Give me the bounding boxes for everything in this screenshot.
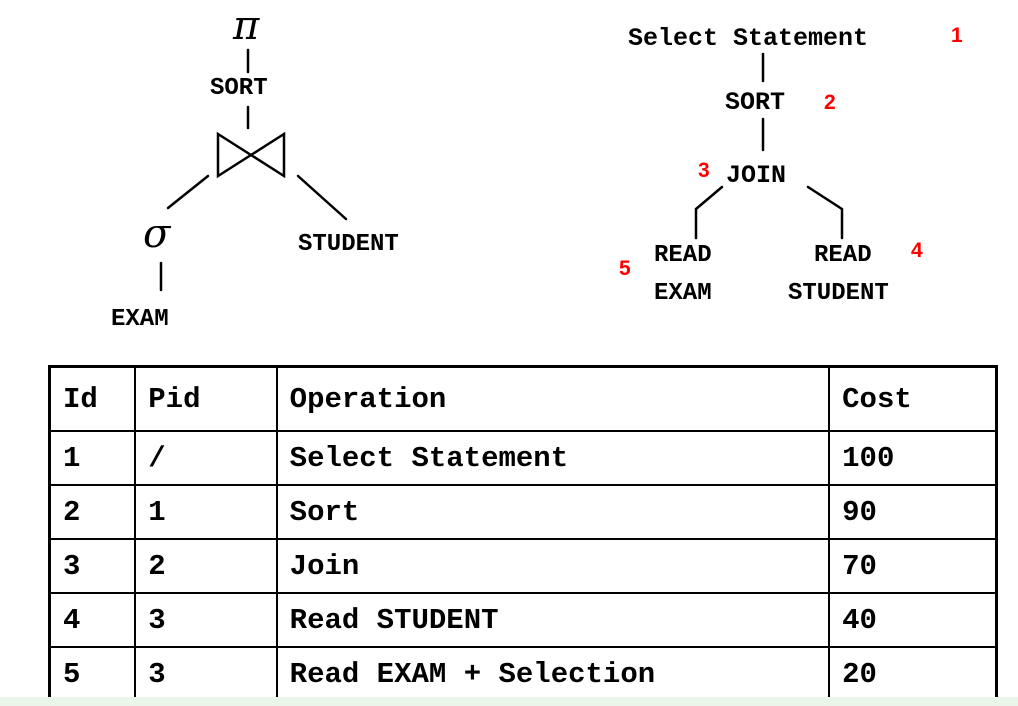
- table-row: 2 1 Sort 90: [48, 484, 998, 540]
- plan-root-number: 1: [951, 24, 963, 47]
- table-row: 1 / Select Statement 100: [48, 430, 998, 486]
- relational-exam-leaf: EXAM: [111, 306, 169, 333]
- execution-plan-table: Id Pid Operation Cost 1 / Select Stateme…: [48, 365, 998, 703]
- plan-left-read-line1: READ: [654, 242, 712, 269]
- join-student-edge: [296, 174, 348, 221]
- table-row: 4 3 Read STUDENT 40: [48, 592, 998, 648]
- join-left-edge: [694, 185, 724, 240]
- relational-sort-label: SORT: [210, 75, 268, 102]
- table-row: 5 3 Read EXAM + Selection 20: [48, 646, 998, 703]
- cell-cost: 20: [828, 646, 998, 703]
- cell-cost: 70: [828, 538, 998, 594]
- cell-operation: Read STUDENT: [275, 592, 831, 648]
- cell-id: 2: [48, 484, 137, 540]
- plan-left-number: 5: [619, 257, 631, 280]
- cell-cost: 100: [828, 430, 998, 486]
- plan-join-label: JOIN: [726, 161, 787, 190]
- cell-cost: 40: [828, 592, 998, 648]
- header-pid: Pid: [134, 365, 278, 432]
- cell-pid: 2: [134, 538, 278, 594]
- cell-id: 4: [48, 592, 137, 648]
- table-header-row: Id Pid Operation Cost: [48, 365, 998, 432]
- header-operation: Operation: [275, 365, 831, 432]
- header-cost: Cost: [828, 365, 998, 432]
- plan-right-read-line2: STUDENT: [788, 280, 889, 307]
- join-right-edge: [806, 185, 844, 240]
- plan-right-number: 4: [911, 239, 923, 262]
- cell-operation: Read EXAM + Selection: [275, 646, 831, 703]
- projection-symbol: π: [233, 3, 260, 49]
- cell-operation: Join: [275, 538, 831, 594]
- cell-pid: 3: [134, 646, 278, 703]
- cell-operation: Sort: [275, 484, 831, 540]
- cell-id: 3: [48, 538, 137, 594]
- cell-operation: Select Statement: [275, 430, 831, 486]
- join-bowtie-icon: [216, 131, 286, 179]
- cell-cost: 90: [828, 484, 998, 540]
- relational-student-leaf: STUDENT: [298, 231, 399, 258]
- plan-left-read-line2: EXAM: [654, 280, 712, 307]
- plan-sort-label: SORT: [725, 88, 786, 117]
- selection-symbol: σ: [143, 211, 171, 257]
- cell-pid: /: [134, 430, 278, 486]
- bottom-strip: [0, 697, 1018, 706]
- cell-id: 5: [48, 646, 137, 703]
- plan-sort-number: 2: [824, 91, 836, 114]
- header-id: Id: [48, 365, 137, 432]
- cell-pid: 3: [134, 592, 278, 648]
- cell-pid: 1: [134, 484, 278, 540]
- plan-root-label: Select Statement: [628, 24, 869, 53]
- plan-right-read-line1: READ: [814, 242, 872, 269]
- cell-id: 1: [48, 430, 137, 486]
- table-row: 3 2 Join 70: [48, 538, 998, 594]
- plan-join-number: 3: [698, 159, 710, 182]
- join-sigma-edge: [166, 174, 210, 210]
